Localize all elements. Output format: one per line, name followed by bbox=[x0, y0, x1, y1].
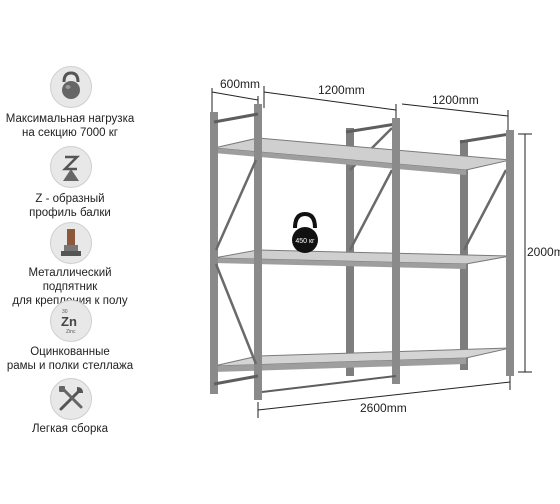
zinc-word: Zinc bbox=[66, 329, 76, 335]
z-profile-icon bbox=[50, 146, 92, 188]
floor-bracket-icon bbox=[50, 222, 92, 264]
feature-zinc-line2: рамы и полки стеллажа bbox=[6, 360, 134, 372]
feature-max-load: Максимальная нагрузка на секцию 7000 кг bbox=[0, 66, 180, 142]
height-dimension: 2000mm bbox=[527, 245, 560, 259]
tools-icon bbox=[50, 378, 92, 420]
feature-easy-assembly-line1: Легкая сборка bbox=[31, 423, 109, 435]
kettlebell-icon bbox=[50, 66, 92, 108]
weight-label: 450 кг bbox=[295, 238, 315, 245]
zinc-symbol: Zn bbox=[61, 314, 77, 329]
depth-dimension: 600mm bbox=[220, 77, 260, 91]
feature-floor-bracket: Металлический подпятник для крепления к … bbox=[0, 222, 180, 307]
feature-z-profile-line2: профиль балки bbox=[29, 207, 111, 219]
width-section-2-dimension: 1200mm bbox=[432, 93, 479, 107]
feature-z-profile: Z - образный профиль балки bbox=[0, 146, 180, 222]
feature-zinc-line1: Оцинкованные bbox=[30, 346, 110, 358]
total-width-dimension: 2600mm bbox=[360, 401, 407, 415]
kettlebell-weight-icon: 450 кг bbox=[292, 211, 318, 253]
feature-easy-assembly: Легкая сборка bbox=[0, 378, 180, 438]
zinc-icon: 30 Zn Zinc bbox=[50, 300, 92, 342]
zinc-number: 30 bbox=[62, 309, 68, 315]
feature-z-profile-line1: Z - образный bbox=[35, 193, 105, 205]
feature-floor-bracket-line1: Металлический подпятник bbox=[28, 267, 112, 293]
width-section-1-dimension: 1200mm bbox=[318, 83, 365, 97]
feature-max-load-line2: на секцию 7000 кг bbox=[22, 127, 118, 139]
front-frame bbox=[210, 104, 514, 400]
feature-max-load-line1: Максимальная нагрузка bbox=[5, 113, 135, 125]
shelving-diagram: 450 кг 600mm 1200mm 1200mm 2000mm 2600mm bbox=[210, 77, 560, 418]
feature-zinc: 30 Zn Zinc Оцинкованные рамы и полки сте… bbox=[0, 300, 180, 376]
